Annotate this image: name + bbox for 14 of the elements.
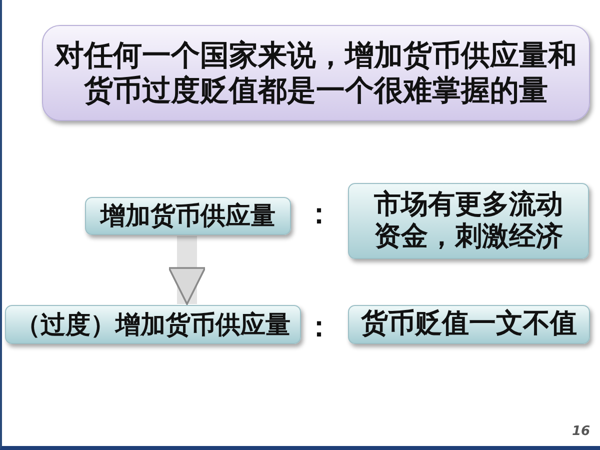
box-text: 对任何一个国家来说，增加货币供应量和货币过度贬值都是一个很难掌握的量 xyxy=(54,38,578,108)
colon: ： xyxy=(305,309,333,345)
result-box xyxy=(348,305,590,344)
result-box xyxy=(348,183,589,259)
arrow xyxy=(168,236,206,305)
process-box xyxy=(85,197,291,235)
box-text: （过度）增加货币供应量 xyxy=(16,310,290,340)
heading-box xyxy=(42,25,590,121)
colon: ： xyxy=(305,196,333,232)
page-number: 16 xyxy=(572,424,590,439)
box-text: 货币贬值一文不值 xyxy=(361,308,577,341)
box-text: 增加货币供应量 xyxy=(100,201,276,231)
box-text: 市场有更多流动资金，刺激经济 xyxy=(373,188,564,254)
process-box xyxy=(5,305,301,344)
